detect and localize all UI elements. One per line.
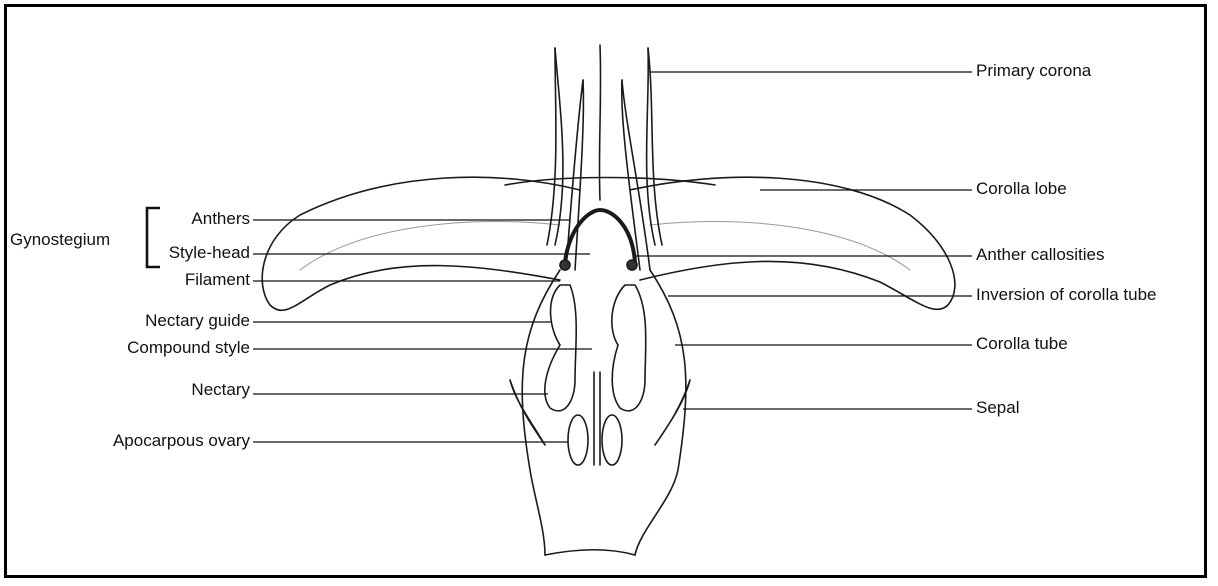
label-anther-callosities: Anther callosities <box>976 245 1105 265</box>
nectary-left <box>545 285 576 411</box>
label-gynostegium: Gynostegium <box>10 230 110 250</box>
label-primary-corona: Primary corona <box>976 61 1091 81</box>
label-compound-style: Compound style <box>60 338 250 358</box>
label-sepal: Sepal <box>976 398 1019 418</box>
label-corolla-tube: Corolla tube <box>976 334 1068 354</box>
corolla-lobe-left <box>262 177 580 310</box>
label-filament: Filament <box>153 270 250 290</box>
label-style-head: Style-head <box>148 243 250 263</box>
label-inversion-corolla-tube: Inversion of corolla tube <box>976 285 1157 305</box>
corolla-tube <box>522 270 560 555</box>
label-corolla-lobe: Corolla lobe <box>976 179 1067 199</box>
ovary-right <box>602 415 622 465</box>
label-anthers: Anthers <box>153 209 250 229</box>
label-nectary-guide: Nectary guide <box>80 311 250 331</box>
nectary-right <box>612 285 646 411</box>
label-apocarpous-ovary: Apocarpous ovary <box>40 431 250 451</box>
corolla-lobe-right <box>630 177 955 309</box>
label-nectary: Nectary <box>120 380 250 400</box>
sepal-left <box>510 380 545 445</box>
ovary-left <box>568 415 588 465</box>
